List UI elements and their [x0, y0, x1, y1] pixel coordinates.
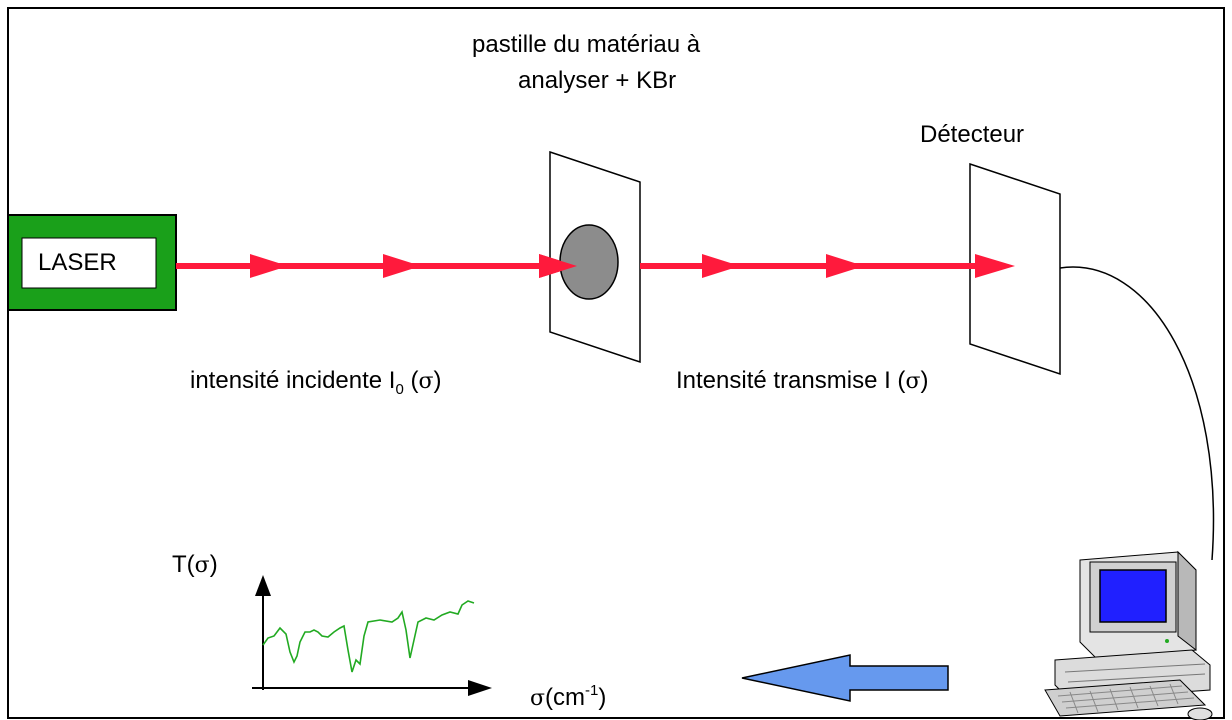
- detector-plate-icon: [969, 162, 1061, 376]
- incident-sigma: σ: [418, 369, 434, 394]
- laser-label: LASER: [38, 249, 117, 276]
- incident-subscript: 0: [395, 381, 404, 398]
- y-label-prefix: T(: [172, 551, 195, 578]
- sample-pellet-icon: [559, 224, 619, 300]
- return-arrow-icon: [741, 654, 949, 702]
- beam-arrowhead-front: [539, 254, 577, 278]
- beam-arrowhead: [826, 254, 864, 278]
- y-label-suffix: ): [209, 551, 218, 578]
- x-label-sigma: σ: [530, 686, 546, 711]
- x-label-unit: (cm: [545, 684, 586, 711]
- detector-label: Détecteur: [920, 121, 1025, 148]
- computer-icon: [1044, 550, 1213, 720]
- y-axis-arrowhead: [255, 575, 271, 596]
- beam-arrowhead: [250, 254, 288, 278]
- beam-arrowhead: [702, 254, 740, 278]
- transmitted-text: Intensité transmise I: [676, 367, 891, 394]
- x-label-exponent: -1: [585, 682, 599, 699]
- transmitted-paren-close: ): [920, 367, 929, 394]
- signal-cable: [1059, 266, 1215, 561]
- beam-arrowhead: [975, 254, 1015, 278]
- beam-arrowhead: [383, 254, 421, 278]
- laser-icon: [7, 214, 177, 311]
- transmitted-intensity-label: Intensité transmise I (σ): [676, 366, 928, 397]
- graph-y-label: T(σ): [172, 550, 218, 581]
- sample-label-line1: pastille du matériau à: [472, 31, 701, 58]
- transmitted-sigma: σ: [905, 369, 921, 394]
- transmitted-paren-open: (: [890, 367, 906, 394]
- spectrum-graph: [252, 575, 492, 696]
- incident-text: intensité incidente I: [190, 367, 396, 394]
- diagram-frame: [7, 7, 1225, 719]
- x-label-close: ): [598, 684, 607, 711]
- sample-label-line2: analyser + KBr: [518, 67, 677, 94]
- x-axis-arrowhead: [468, 680, 492, 696]
- incident-paren-close: ): [433, 367, 442, 394]
- transmission-spectrum: [262, 600, 475, 673]
- graph-x-label: σ(cm-1): [530, 676, 606, 714]
- y-label-sigma: σ: [194, 553, 210, 578]
- incident-intensity-label: intensité incidente I0 (σ): [190, 366, 442, 405]
- incident-paren-open: (: [403, 367, 419, 394]
